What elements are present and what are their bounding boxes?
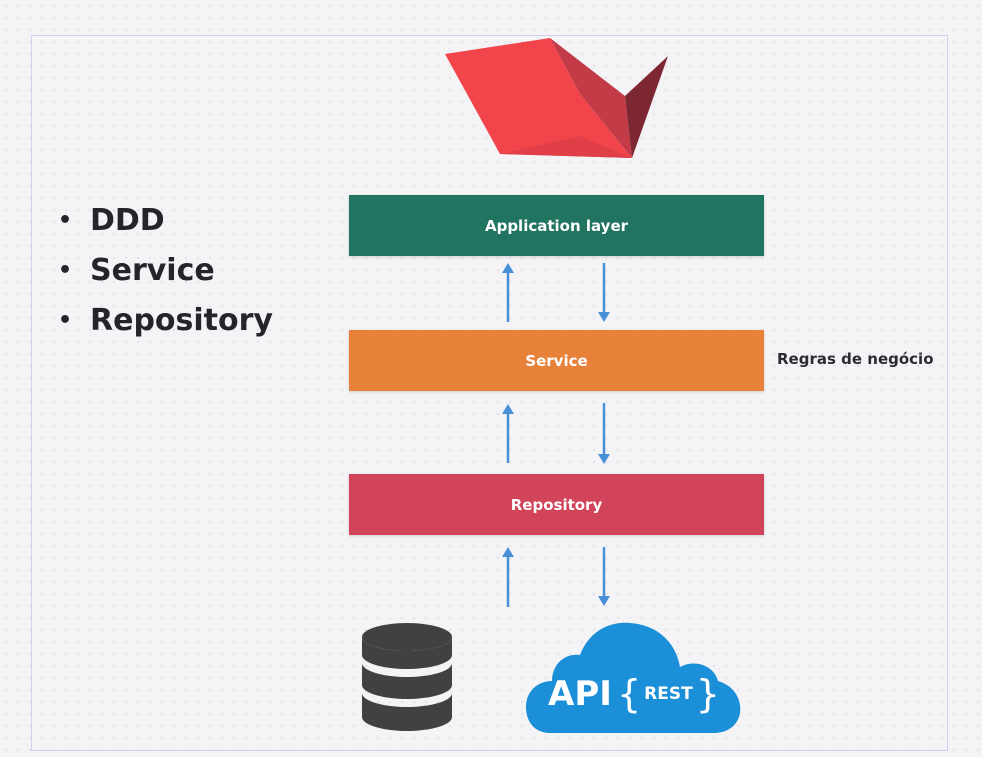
logo-left-sail [445, 38, 632, 158]
arrowhead-up-icon [502, 404, 514, 414]
database-icon [362, 623, 452, 731]
service-layer-label: Service [525, 351, 588, 370]
arrowhead-down-icon [598, 454, 610, 464]
bullet-dot: • [58, 258, 73, 283]
bullet-ddd: •DDD [58, 198, 273, 248]
application-layer-label: Application layer [484, 216, 629, 235]
rest-word: REST [644, 684, 693, 704]
logo-center-sail [550, 38, 632, 158]
service-layer-box: Service [349, 330, 764, 391]
bullet-dot: • [58, 308, 73, 333]
api-word: API [548, 674, 612, 714]
logo-hull [500, 136, 632, 158]
bullet-service: •Service [58, 248, 273, 298]
arrowhead-down-icon [598, 596, 610, 606]
arrowhead-up-icon [502, 547, 514, 557]
logo-right-sail [625, 56, 668, 158]
repository-layer-label: Repository [510, 495, 603, 514]
arrowhead-down-icon [598, 312, 610, 322]
streamlit-logo-icon [445, 38, 668, 158]
application-layer-box: Application layer [349, 195, 764, 256]
cloud-icon [526, 622, 741, 733]
api-rest-label: API {REST} [548, 672, 720, 716]
repository-layer-box: Repository [349, 474, 764, 535]
arrowhead-up-icon [502, 263, 514, 273]
bullet-dot: • [58, 208, 73, 233]
diagram-frame [31, 35, 948, 751]
close-brace: } [695, 672, 720, 716]
bullet-repository: •Repository [58, 298, 273, 348]
business-rules-note: Regras de negócio [777, 350, 934, 368]
open-brace: { [616, 672, 642, 716]
concept-list: •DDD •Service •Repository [58, 198, 273, 348]
